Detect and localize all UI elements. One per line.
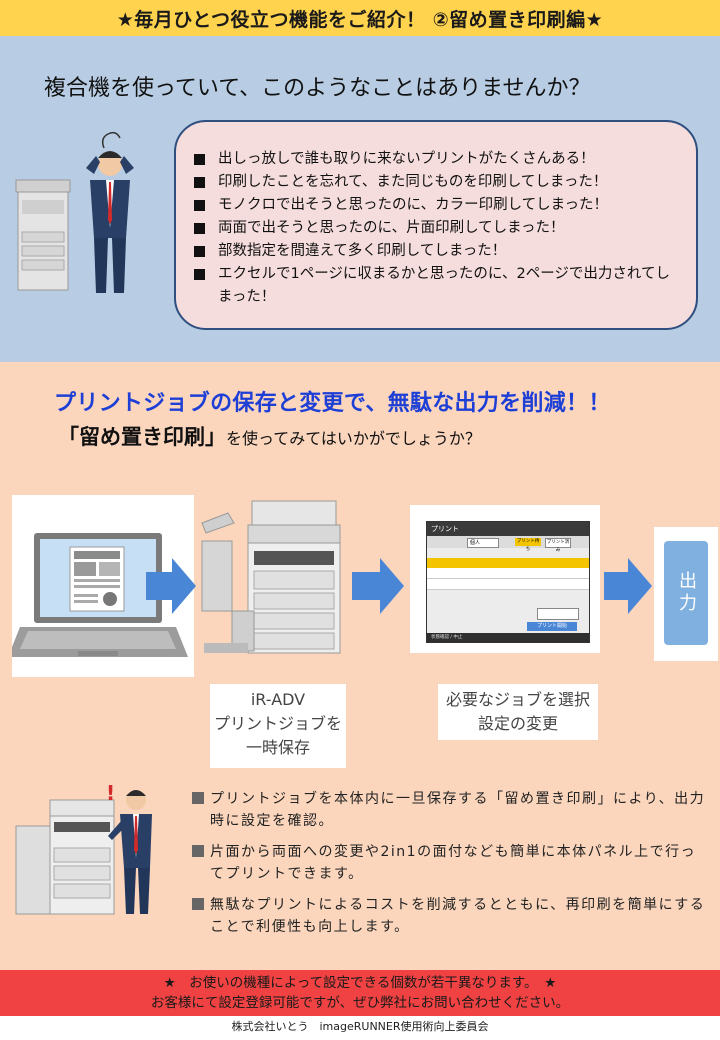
- print-waiting-button[interactable]: プリント待ち: [515, 538, 541, 552]
- notice-line: お客様にて設定登録可能ですが、ぜひ弊社にお問い合わせください。: [150, 995, 570, 1011]
- print-start-button[interactable]: プリント開始: [527, 622, 577, 631]
- problems-bubble: 出しっ放しで誰も取りに来ないプリントがたくさんある！ 印刷したことを忘れて、また…: [174, 120, 698, 330]
- details-list: プリントジョブを本体内に一旦保存する「留め置き印刷」により、出力時に設定を確認。…: [190, 788, 710, 947]
- solution-sub-highlight: 「留め置き印刷」: [58, 425, 226, 449]
- header-title: ★毎月ひとつ役立つ機能をご紹介！ ②留め置き印刷編★: [0, 0, 720, 36]
- detail-text: 無駄なプリントによるコストを削減するとともに、再印刷を簡単にすることで利便性も向…: [210, 897, 706, 935]
- footer-text: 株式会社いとう imageRUNNER使用術向上委員会: [231, 1020, 489, 1033]
- output-panel: 出力: [654, 527, 718, 661]
- worried-man-illustration: [15, 131, 134, 293]
- solution-sub-rest: を使ってみてはいかがでしょうか？: [226, 429, 481, 448]
- screen-title: プリント: [427, 522, 589, 536]
- printer-label-line: 一時保存: [245, 738, 310, 757]
- solution-subheadline: 「留め置き印刷」を使ってみてはいかがでしょうか？: [58, 421, 481, 451]
- laptop-panel: [8, 495, 194, 677]
- printer-label-line: iR-ADV: [250, 690, 306, 709]
- screen-label: 必要なジョブを選択 設定の変更: [438, 684, 598, 740]
- screen-label-line: 必要なジョブを選択: [445, 690, 590, 709]
- detail-point: 無駄なプリントによるコストを削減するとともに、再印刷を簡単にすることで利便性も向…: [190, 894, 710, 938]
- user-select[interactable]: 個人: [467, 538, 499, 548]
- detail-text: 片面から両面への変更や2in1の面付なども簡単に本体パネル上で行ってプリントでき…: [210, 844, 697, 882]
- printer-label: iR-ADV プリントジョブを 一時保存: [210, 684, 346, 768]
- job-row[interactable]: [427, 579, 589, 590]
- problem-item: 出しっ放しで誰も取りに来ないプリントがたくさんある！: [192, 148, 676, 171]
- printed-button[interactable]: プリント済み: [545, 538, 571, 553]
- square-bullet-icon: [192, 898, 204, 910]
- svg-text:!: !: [106, 781, 115, 805]
- screen-label-line: 設定の変更: [477, 714, 558, 733]
- detail-point: プリントジョブを本体内に一旦保存する「留め置き印刷」により、出力時に設定を確認。: [190, 788, 710, 832]
- problem-item: モノクロで出そうと思ったのに、カラー印刷してしまった！: [192, 194, 676, 217]
- problem-item: 部数指定を間違えて多く印刷してしまった！: [192, 240, 676, 263]
- detail-text: プリントジョブを本体内に一旦保存する「留め置き印刷」により、出力時に設定を確認。: [210, 791, 706, 829]
- job-row[interactable]: [427, 568, 589, 579]
- square-bullet-icon: [192, 845, 204, 857]
- solution-headline: プリントジョブの保存と変更で、無駄な出力を削減！！: [54, 391, 611, 416]
- flow-arrow-icon: [146, 558, 196, 614]
- multifunction-printer-icon: [201, 500, 341, 654]
- problem-item: 両面で出そうと思ったのに、片面印刷してしまった！: [192, 217, 676, 240]
- printer-label-line: プリントジョブを: [213, 714, 342, 733]
- pointing-man-illustration: !: [15, 781, 152, 915]
- notice-bar: ★ お使いの機種によって設定できる個数が若干異なります。 ★ お客様にて設定登録…: [0, 970, 720, 1016]
- problem-item: エクセルで1ページに収まるかと思ったのに、2ページで出力されてしまった！: [192, 263, 676, 309]
- problems-question: 複合機を使っていて、このようなことはありませんか？: [44, 76, 591, 101]
- touch-panel-screenshot: プリント 個人 プリント待ち プリント済み プリント開始 状態確認 / 中止: [410, 505, 600, 653]
- flow-arrow-icon: [352, 558, 404, 614]
- output-label: 出力: [664, 541, 708, 645]
- selected-job-row[interactable]: [427, 558, 589, 568]
- laptop-icon: [8, 533, 188, 657]
- detail-point: 片面から両面への変更や2in1の面付なども簡単に本体パネル上で行ってプリントでき…: [190, 841, 710, 885]
- notice-line: ★ お使いの機種によって設定できる個数が若干異なります。 ★: [163, 975, 557, 991]
- flow-arrow-icon: [604, 558, 652, 614]
- square-bullet-icon: [192, 792, 204, 804]
- problem-item: 印刷したことを忘れて、また同じものを印刷してしまった！: [192, 171, 676, 194]
- status-bar: 状態確認 / 中止: [427, 633, 589, 642]
